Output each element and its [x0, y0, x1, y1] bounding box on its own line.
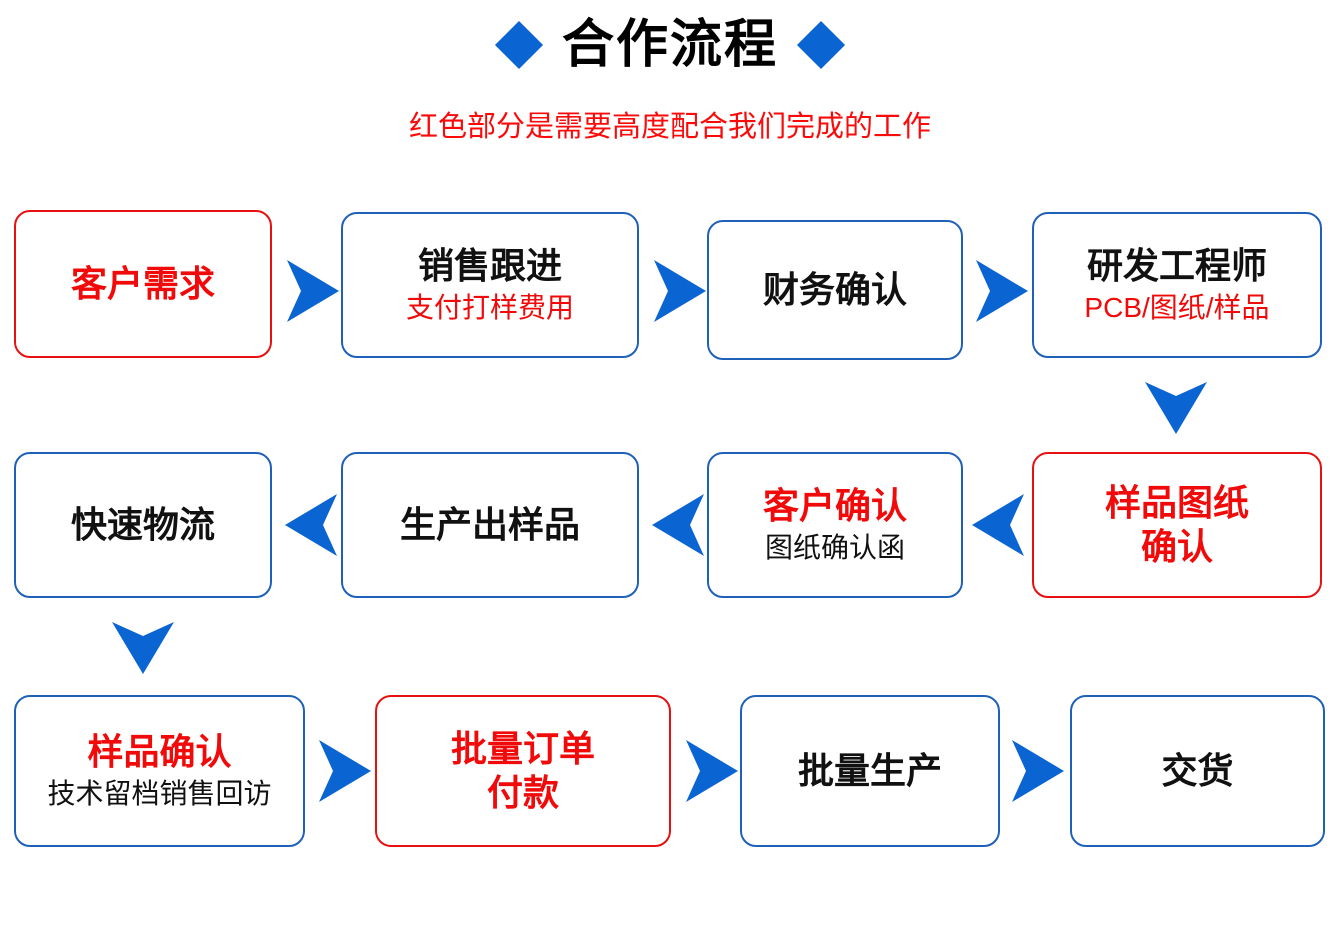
node-main-label: 交货: [1161, 750, 1234, 791]
arrow-right-icon-1: [283, 258, 341, 324]
flow-node-bulk-order-payment[interactable]: 批量订单 付款: [375, 695, 671, 847]
title-row: 合作流程: [0, 14, 1340, 76]
node-sub-label: 图纸确认函: [764, 532, 905, 563]
node-main-label: 批量订单: [450, 728, 595, 769]
flow-node-delivery[interactable]: 交货: [1070, 695, 1325, 847]
arrow-down-icon-right: [1143, 378, 1209, 436]
flow-node-produce-sample[interactable]: 生产出样品: [341, 452, 639, 598]
node-sub-label: 支付打样费用: [405, 292, 574, 323]
page-subtitle: 红色部分是需要高度配合我们完成的工作: [408, 111, 931, 143]
flow-node-finance-confirm[interactable]: 财务确认: [707, 220, 963, 360]
node-main-label: 样品图纸: [1104, 482, 1249, 523]
node-main-label: 快速物流: [70, 504, 215, 545]
node-sub-label: PCB/图纸/样品: [1084, 292, 1270, 323]
arrow-left-icon-2: [650, 492, 708, 558]
page-title: 合作流程: [561, 16, 778, 74]
node-sub-label: 技术留档销售回访: [47, 778, 272, 809]
node-main-label: 客户需求: [70, 263, 215, 304]
arrow-right-icon-2: [650, 258, 708, 324]
flow-node-customer-requirement[interactable]: 客户需求: [14, 210, 272, 358]
node-main-label-2: 确认: [1140, 526, 1213, 567]
arrow-left-icon-1: [283, 492, 341, 558]
flow-node-customer-confirm[interactable]: 客户确认 图纸确认函: [707, 452, 963, 598]
node-main-label: 研发工程师: [1086, 245, 1267, 286]
node-main-label: 销售跟进: [417, 245, 562, 286]
flow-node-fast-logistics[interactable]: 快速物流: [14, 452, 272, 598]
node-main-label: 财务确认: [762, 269, 907, 310]
node-main-label: 样品确认: [87, 731, 232, 772]
node-main-label: 生产出样品: [399, 504, 580, 545]
flow-node-rd-engineer[interactable]: 研发工程师 PCB/图纸/样品: [1032, 212, 1322, 358]
flow-node-bulk-production[interactable]: 批量生产: [740, 695, 1000, 847]
node-main-label: 批量生产: [797, 750, 942, 791]
flow-node-sample-confirm[interactable]: 样品确认 技术留档销售回访: [14, 695, 305, 847]
arrow-left-icon-3: [970, 492, 1028, 558]
node-main-label: 客户确认: [762, 485, 907, 526]
arrow-right-icon-4: [315, 738, 373, 804]
node-main-label-2: 付款: [486, 772, 559, 813]
diamond-icon-right: [796, 20, 846, 70]
flow-node-sales-followup[interactable]: 销售跟进 支付打样费用: [341, 212, 639, 358]
flow-node-sample-drawing-confirm[interactable]: 样品图纸 确认: [1032, 452, 1322, 598]
diamond-icon-left: [494, 20, 544, 70]
arrow-right-icon-3: [972, 258, 1030, 324]
arrow-down-icon-left: [110, 618, 176, 676]
arrow-right-icon-5: [682, 738, 740, 804]
arrow-right-icon-6: [1008, 738, 1066, 804]
